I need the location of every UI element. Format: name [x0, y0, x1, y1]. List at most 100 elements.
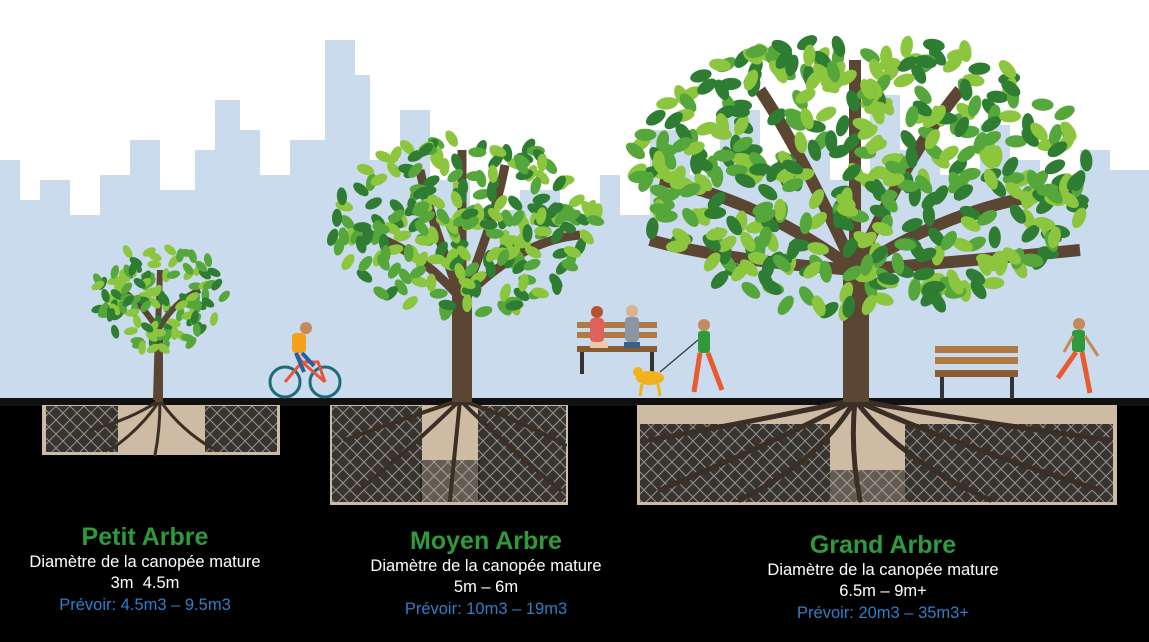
leaf — [775, 50, 793, 69]
leaf — [628, 170, 651, 184]
leaf — [690, 69, 712, 83]
leaf — [843, 132, 861, 152]
leaf — [375, 150, 393, 163]
leaf — [497, 300, 512, 316]
leaf — [707, 191, 726, 210]
leaf — [387, 262, 401, 279]
leaf — [914, 85, 932, 104]
leaf — [1047, 141, 1068, 158]
leaf — [568, 194, 585, 208]
leaf — [870, 245, 888, 264]
leaf — [586, 215, 605, 226]
leaf — [122, 245, 133, 258]
leaf — [694, 173, 713, 192]
leaf — [501, 209, 514, 227]
leaf — [795, 88, 816, 104]
leaf — [412, 186, 430, 200]
leaf — [649, 203, 672, 216]
leaf — [928, 227, 946, 247]
leaf — [124, 327, 138, 336]
leaf — [928, 47, 947, 66]
leaf — [768, 60, 787, 79]
medium-tree-caption: Moyen Arbre Diamètre de la canopée matur… — [330, 526, 642, 620]
leaf — [897, 56, 918, 72]
leaf — [923, 38, 945, 52]
leaf — [891, 252, 905, 275]
leaf — [110, 324, 120, 339]
leaf — [952, 237, 973, 252]
leaf — [1071, 207, 1087, 229]
leaf — [662, 149, 677, 170]
leaf — [185, 292, 199, 303]
leaf — [968, 62, 991, 75]
leaf — [418, 210, 435, 224]
leaf — [986, 90, 1009, 104]
leaf — [883, 173, 905, 187]
leaf — [209, 312, 219, 326]
leaf — [510, 209, 524, 227]
leaf — [388, 209, 405, 224]
leaf — [534, 170, 550, 185]
leaf — [207, 267, 221, 278]
leaf — [175, 300, 188, 311]
large-tree — [625, 35, 1093, 402]
leaf — [408, 162, 423, 178]
leaf — [427, 254, 445, 265]
leaf — [634, 128, 657, 141]
leaf — [579, 229, 594, 245]
leaf — [546, 202, 564, 215]
leaf — [782, 159, 803, 175]
leaf — [1031, 98, 1054, 111]
leaf — [128, 262, 137, 277]
leaf — [807, 139, 822, 161]
leaf — [877, 272, 900, 285]
medium-tree — [327, 130, 605, 402]
leaf — [1071, 170, 1086, 192]
sidewalk — [0, 398, 1149, 406]
leaf — [211, 278, 223, 291]
leaf — [915, 175, 933, 194]
leaf — [160, 293, 170, 307]
leaf — [101, 288, 110, 303]
leaf — [1009, 204, 1026, 224]
leaf — [977, 210, 997, 226]
leaf — [826, 60, 840, 83]
leaf — [656, 130, 670, 153]
leaf — [473, 203, 485, 221]
leaf — [800, 108, 814, 130]
leaf — [705, 227, 728, 241]
leaf — [939, 145, 959, 162]
leaf — [682, 207, 699, 228]
leaf — [731, 152, 754, 166]
leaf — [552, 175, 566, 192]
leaf — [679, 93, 697, 113]
small-tree-canopy-range: 3m 4.5m — [110, 574, 180, 592]
leaf — [924, 129, 941, 150]
leaf — [1005, 135, 1028, 148]
leaf — [356, 269, 373, 283]
leaf — [740, 231, 756, 252]
leaf — [754, 208, 776, 223]
leaf — [735, 173, 756, 188]
leaf — [499, 283, 511, 301]
leaf — [860, 79, 875, 100]
leaf — [805, 70, 822, 91]
leaf — [486, 246, 501, 262]
leaf — [894, 238, 917, 251]
leaf — [811, 295, 826, 317]
leaf — [109, 303, 121, 316]
leaf — [727, 105, 750, 118]
leaf — [954, 116, 970, 138]
leaf — [464, 262, 479, 277]
leaf — [145, 331, 158, 342]
leaf — [451, 153, 463, 171]
leaf — [857, 124, 878, 140]
leaf — [456, 245, 471, 261]
leaf — [913, 267, 935, 281]
small-tree — [91, 244, 230, 402]
soil-cells-small — [46, 406, 277, 452]
leaf — [98, 303, 107, 318]
leaf — [508, 195, 523, 211]
leaf — [970, 279, 987, 300]
